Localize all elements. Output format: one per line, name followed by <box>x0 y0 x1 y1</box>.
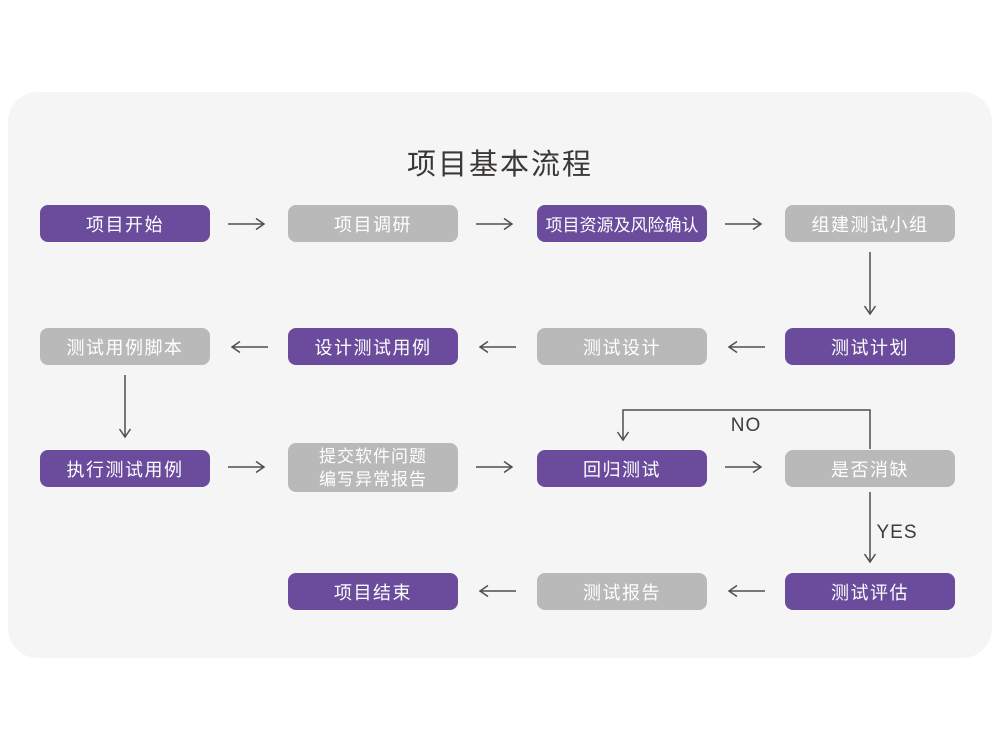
node-design-test-case: 设计测试用例 <box>288 328 458 365</box>
diagram-title: 项目基本流程 <box>406 149 593 181</box>
node-test-plan: 测试计划 <box>785 328 955 365</box>
node-project-end: 项目结束 <box>288 573 458 610</box>
node-regression-test: 回归测试 <box>537 450 707 487</box>
node-case-script: 测试用例脚本 <box>40 328 210 365</box>
node-project-start: 项目开始 <box>40 205 210 242</box>
node-project-research: 项目调研 <box>288 205 458 242</box>
edge-label-yes: YES <box>876 522 918 543</box>
node-build-test-team: 组建测试小组 <box>785 205 955 242</box>
node-test-evaluate: 测试评估 <box>785 573 955 610</box>
node-resource-risk: 项目资源及风险确认 <box>537 205 707 242</box>
node-execute-test-case: 执行测试用例 <box>40 450 210 487</box>
edge-label-no: NO <box>730 415 762 436</box>
node-defect-cleared: 是否消缺 <box>785 450 955 487</box>
node-test-design: 测试设计 <box>537 328 707 365</box>
node-submit-issue: 提交软件问题 编写异常报告 <box>288 443 458 492</box>
flowchart-card <box>8 92 992 658</box>
node-test-report: 测试报告 <box>537 573 707 610</box>
